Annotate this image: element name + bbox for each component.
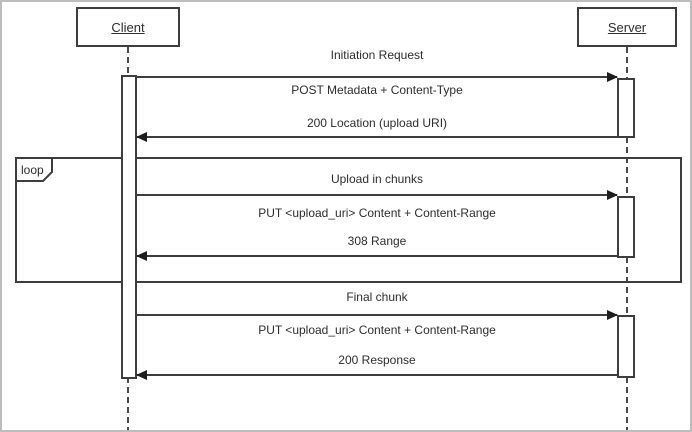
client-activation-bar — [121, 75, 137, 379]
section-title-upload-in-chunks: Upload in chunks — [330, 172, 424, 186]
server-actor-label: Server — [607, 19, 647, 35]
server-activation-bar-loop — [617, 196, 635, 258]
loop-fragment-tab: loop — [15, 157, 53, 182]
request-message-post-metadata: POST Metadata + Content-Type — [291, 83, 463, 97]
loop-fragment-label: loop — [21, 163, 44, 177]
section-title-final-chunk: Final chunk — [346, 290, 408, 304]
request-message-put-final-chunk: PUT <upload_uri> Content + Content-Range — [258, 323, 496, 337]
server-activation-bar-final — [617, 315, 635, 378]
response-arrow-200-location — [136, 132, 617, 142]
response-arrow-200-response — [136, 370, 617, 380]
server-actor-box: Server — [577, 7, 677, 47]
section-title-initiation-request: Initiation Request — [330, 48, 424, 62]
server-activation-bar-initiation — [617, 78, 635, 138]
request-arrow-put-final-chunk — [137, 310, 618, 320]
response-message-200-response: 200 Response — [338, 353, 416, 367]
request-message-put-chunk: PUT <upload_uri> Content + Content-Range — [258, 206, 496, 220]
client-actor-label: Client — [111, 19, 145, 35]
response-message-308-range: 308 Range — [347, 234, 407, 248]
response-arrow-308-range — [136, 251, 617, 261]
client-actor-box: Client — [76, 7, 180, 47]
loop-fragment-frame — [15, 157, 682, 283]
request-arrow-post-metadata — [137, 72, 618, 82]
response-message-200-location: 200 Location (upload URI) — [306, 116, 448, 130]
request-arrow-put-chunk — [137, 190, 618, 200]
